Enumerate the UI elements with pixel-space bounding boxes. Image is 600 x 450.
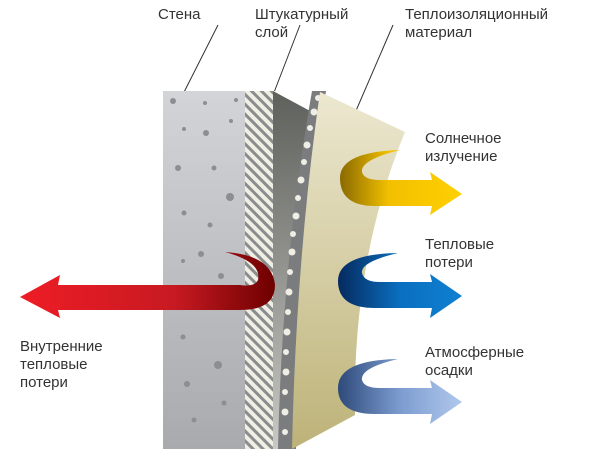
wall-specks	[170, 98, 238, 423]
pebbles	[281, 95, 321, 435]
heat-loss-arrow	[338, 253, 462, 318]
precipitation-arrow	[338, 359, 462, 424]
label-internal-heat-loss: Внутренние тепловые потери	[20, 338, 103, 391]
label-solar: Солнечное излучение	[425, 130, 502, 165]
internal-heat-loss-arrow	[20, 252, 275, 318]
label-insulation: Теплоизоляционный материал	[405, 6, 549, 41]
label-wall: Стена	[158, 6, 201, 23]
label-plaster: Штукатурный слой	[255, 6, 349, 41]
label-precipitation: Атмосферные осадки	[425, 344, 525, 379]
label-heat-loss: Тепловые потери	[425, 236, 495, 271]
solar-radiation-arrow	[340, 150, 462, 215]
wall	[163, 91, 245, 449]
